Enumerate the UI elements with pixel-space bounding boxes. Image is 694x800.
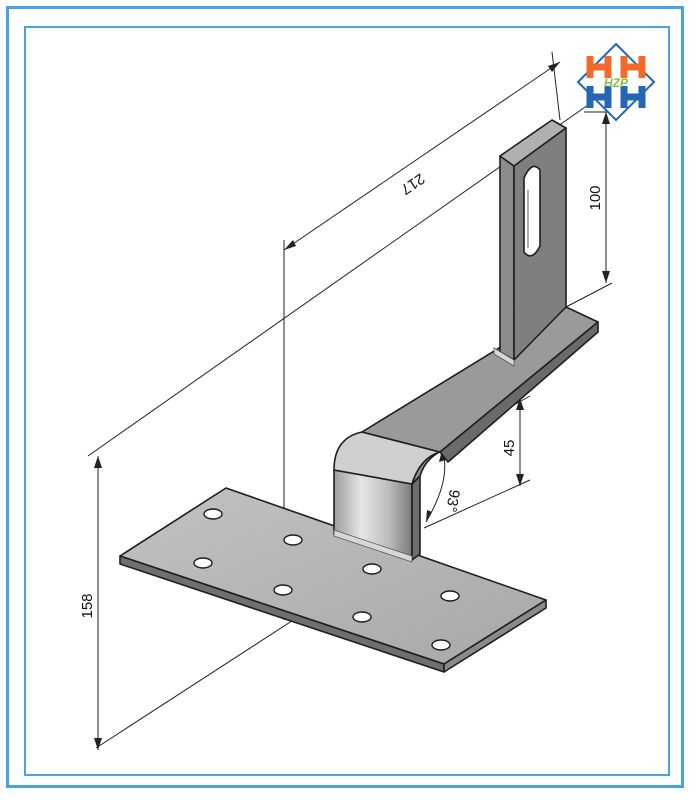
slot [523, 165, 541, 257]
logo-text: HZP [604, 76, 629, 90]
bent-arm [333, 306, 599, 563]
hole [362, 563, 382, 575]
company-logo: HZP [576, 42, 656, 122]
dim-label-length: 217 [397, 170, 427, 198]
dim-label-bend-angle: 93° [442, 488, 463, 513]
inner-frame [24, 26, 670, 776]
dim-label-offset-height: 45 [501, 440, 518, 457]
base-plate [119, 487, 547, 673]
outer-frame [6, 6, 684, 788]
hole [352, 611, 372, 623]
dim-label-upright-height: 100 [587, 185, 604, 210]
mounting-holes [193, 508, 460, 651]
dimension-lines [87, 51, 613, 750]
hole [203, 508, 223, 520]
upright-tab [493, 119, 567, 367]
hole [431, 639, 451, 651]
hole [273, 584, 293, 596]
hole [440, 590, 460, 602]
dim-label-total-height: 158 [79, 593, 96, 618]
hole [193, 557, 213, 569]
hole [283, 534, 303, 546]
